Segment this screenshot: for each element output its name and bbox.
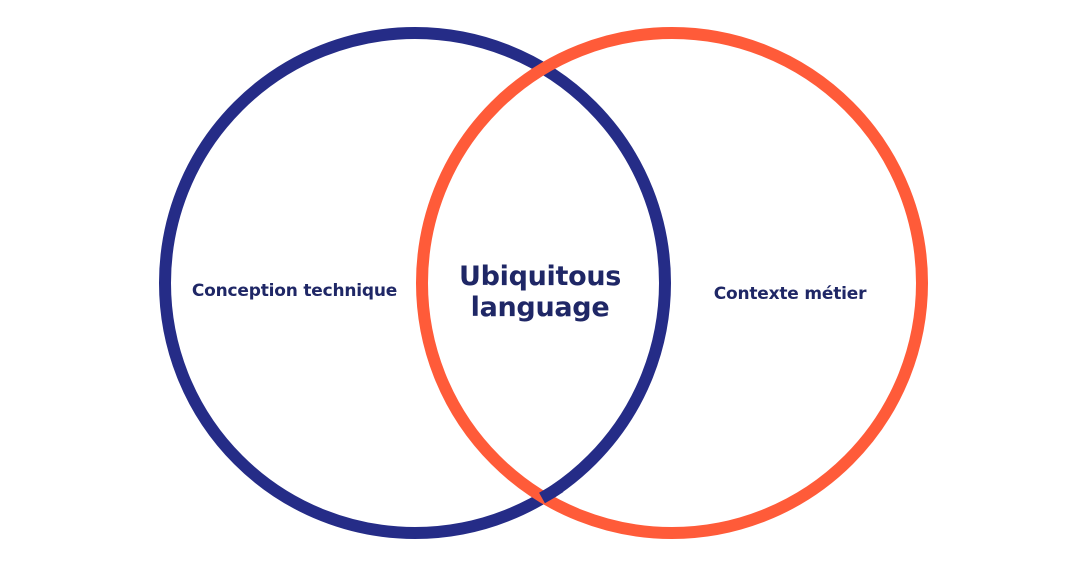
intersection-label: Ubiquitous language	[435, 261, 645, 323]
left-set-label: Conception technique	[191, 281, 398, 301]
intersection-label-line1: Ubiquitous	[458, 261, 622, 292]
left-circle-overlap-arc	[539, 481, 564, 504]
left-circle	[159, 27, 671, 539]
right-set-label: Contexte métier	[713, 284, 867, 304]
right-circle	[416, 27, 928, 539]
intersection-label-line2: language	[470, 292, 610, 323]
